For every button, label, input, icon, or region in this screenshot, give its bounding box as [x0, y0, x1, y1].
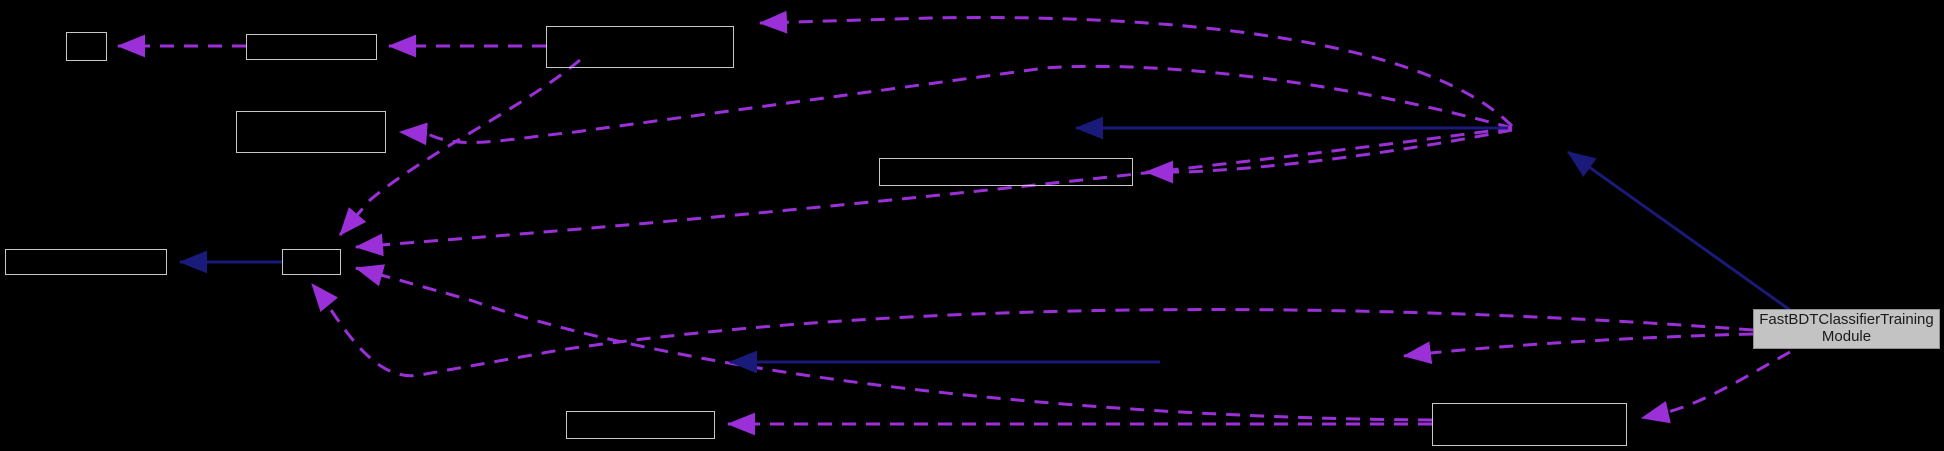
- graph-node[interactable]: [246, 34, 377, 60]
- edge-n9-n7: [354, 264, 1433, 422]
- graph-node[interactable]: [546, 26, 734, 68]
- edge-hub-bottomright-stub: [1402, 332, 1754, 364]
- edge-group-inheritance: [178, 116, 1791, 374]
- graph-node-focus[interactable]: FastBDTClassifierTraining Module: [1753, 309, 1940, 349]
- edge-n10-hub-blue: [1567, 150, 1791, 312]
- edge-group-usage: [116, 10, 1791, 436]
- graph-node[interactable]: [282, 249, 341, 275]
- edge-n4-n7: [338, 58, 581, 236]
- graph-node[interactable]: [236, 111, 386, 153]
- graph-node[interactable]: [566, 411, 715, 439]
- graph-node[interactable]: [5, 249, 167, 275]
- graph-node[interactable]: [879, 158, 1133, 186]
- graph-node-label: FastBDTClassifierTraining Module: [1759, 311, 1934, 345]
- graph-node[interactable]: [66, 32, 107, 61]
- edge-hub-n5: [1144, 128, 1513, 184]
- edge-n10-n9: [1640, 350, 1791, 424]
- graph-node[interactable]: [1432, 403, 1627, 446]
- edge-hub-n4: [398, 64, 1513, 146]
- edge-hub-n3: [758, 10, 1514, 128]
- edge-hub-n7-upper: [354, 126, 1513, 257]
- edge-n10-n7-low: [310, 283, 1754, 378]
